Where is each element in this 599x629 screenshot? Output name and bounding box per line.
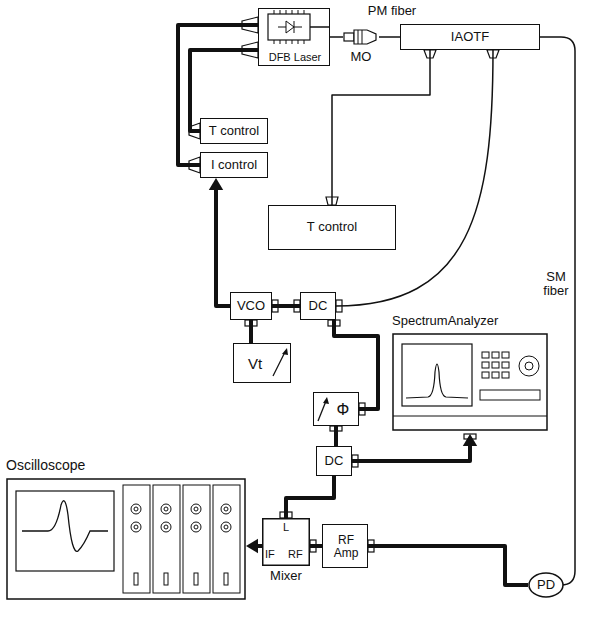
rf-cable bbox=[209, 178, 230, 306]
fiber-label: PM fiber bbox=[362, 4, 422, 18]
connector-line bbox=[330, 36, 343, 38]
optical-fiber bbox=[336, 50, 493, 306]
rf-cable bbox=[310, 546, 322, 547]
mixer-box: MixerLIFRF bbox=[262, 518, 310, 584]
connector-line bbox=[352, 444, 470, 461]
objective-lens: MO bbox=[343, 28, 379, 68]
controller-box: T control bbox=[268, 205, 396, 250]
spectrum-analyzer-drawing bbox=[392, 312, 548, 434]
phase-shifter: Φ bbox=[313, 392, 359, 426]
connector-line bbox=[249, 320, 253, 343]
connector-line bbox=[332, 50, 430, 205]
connector-line bbox=[368, 546, 528, 585]
coupler-box: DC bbox=[300, 292, 336, 320]
node-label: MO bbox=[343, 50, 379, 64]
arrow-head bbox=[463, 434, 477, 446]
node-label: Mixer bbox=[254, 569, 318, 583]
rf-cable bbox=[272, 306, 300, 307]
node-label: I control bbox=[211, 158, 257, 172]
fiber-label: SM fiber bbox=[539, 270, 573, 299]
node-label: L bbox=[262, 521, 310, 533]
node-label: PD bbox=[528, 578, 564, 592]
optical-fiber bbox=[540, 37, 575, 585]
connector-line bbox=[216, 188, 230, 306]
node-label: Φ bbox=[330, 401, 356, 419]
phase-shifter-drawing bbox=[313, 392, 359, 426]
node-label: RF bbox=[288, 548, 308, 560]
node-label: SpectrumAnalyzer bbox=[392, 314, 548, 328]
arrow-head bbox=[209, 178, 223, 190]
node-label: T control bbox=[307, 220, 357, 234]
connector-line bbox=[336, 50, 493, 306]
connector-line bbox=[310, 544, 322, 548]
oscillator-box: VCO bbox=[230, 292, 272, 320]
connector-line bbox=[540, 37, 575, 585]
rf-cable bbox=[368, 546, 528, 585]
spectrum-analyzer: SpectrumAnalyzer bbox=[392, 312, 548, 434]
connector-line bbox=[379, 36, 400, 38]
node-label: DC bbox=[309, 299, 328, 313]
connector-line bbox=[272, 304, 300, 308]
amplifier-box: RF Amp bbox=[322, 524, 368, 568]
voltage-source: Vt bbox=[233, 343, 291, 383]
connector-line bbox=[334, 426, 338, 446]
optical-fiber bbox=[332, 50, 430, 205]
laser-box: DFB Laser bbox=[258, 8, 330, 66]
arrow-head bbox=[246, 539, 258, 553]
controller-box: I control bbox=[200, 152, 268, 178]
node-label: DC bbox=[325, 454, 344, 468]
node-label: DFB Laser bbox=[259, 51, 331, 63]
connector-line bbox=[286, 476, 334, 518]
node-label: T control bbox=[209, 124, 259, 138]
rf-cable bbox=[178, 25, 258, 165]
optical-fiber bbox=[330, 37, 343, 38]
controller-box: T control bbox=[200, 118, 268, 144]
node-label: IF bbox=[265, 548, 283, 560]
coupler-box: DC bbox=[316, 446, 352, 476]
rf-cable bbox=[246, 539, 262, 553]
rf-cable bbox=[352, 434, 477, 461]
optical-fiber bbox=[379, 37, 400, 38]
node-label: VCO bbox=[237, 299, 265, 313]
oscilloscope-drawing bbox=[6, 455, 246, 601]
node-label: RF Amp bbox=[326, 534, 366, 560]
filter-box: IAOTF bbox=[400, 24, 540, 50]
rf-cable bbox=[336, 426, 337, 446]
node-label: Vt bbox=[240, 356, 270, 373]
rf-cable bbox=[251, 320, 252, 343]
rf-cable bbox=[286, 476, 334, 518]
photodiode: PD bbox=[528, 572, 564, 598]
connector-line bbox=[178, 25, 258, 165]
node-label: Oscilloscope bbox=[6, 458, 166, 473]
node-label: IAOTF bbox=[451, 30, 489, 44]
oscilloscope: Oscilloscope bbox=[6, 455, 246, 601]
